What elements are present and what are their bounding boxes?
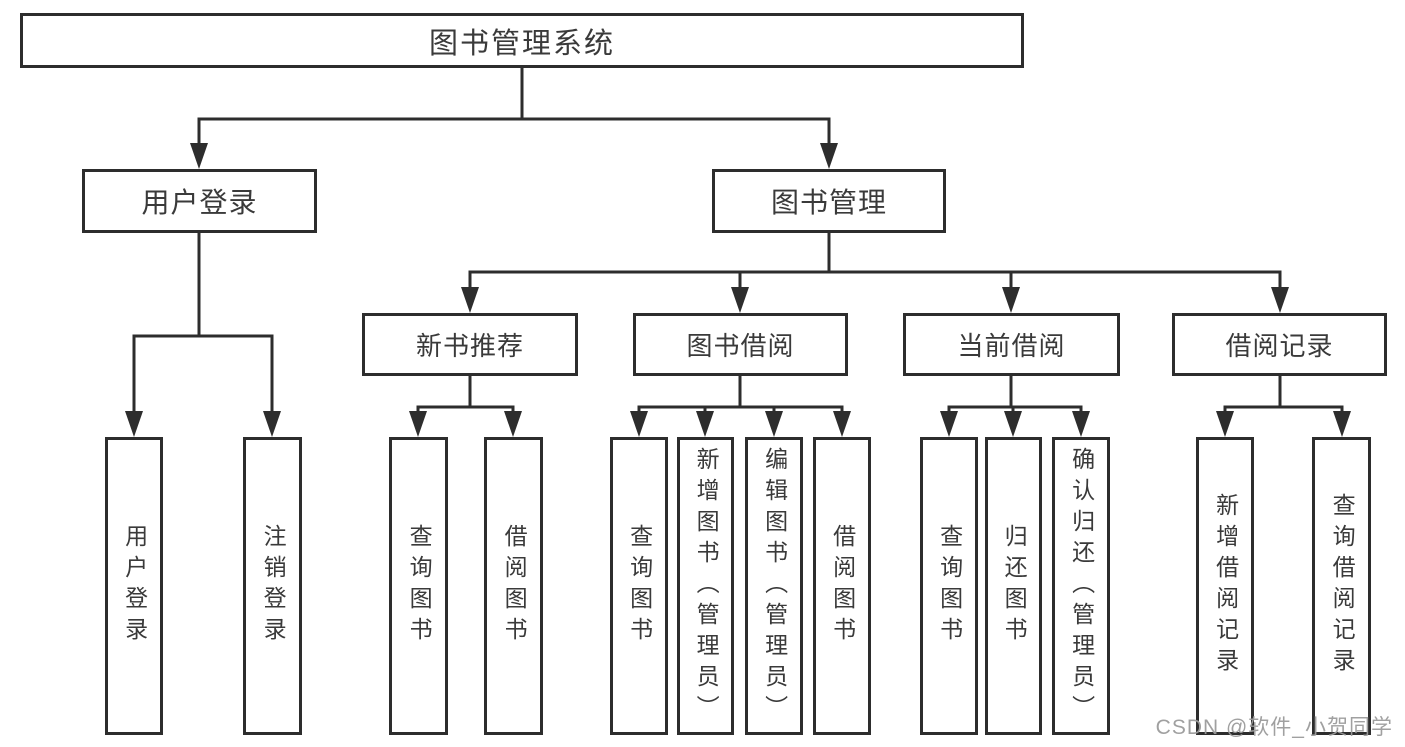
node-label: 用户登录 [121,524,148,648]
node-label: 新增图书（管理员） [693,446,720,726]
leaf-query-books-current: 查询图书 [920,437,978,735]
node-label: 借阅图书 [501,524,528,648]
node-label: 查询图书 [936,524,963,648]
node-label: 新增借阅记录 [1212,493,1239,679]
node-current-borrowing: 当前借阅 [903,313,1120,376]
node-label: 归还图书 [1001,524,1028,648]
leaf-confirm-return-admin: 确认归还（管理员） [1052,437,1110,735]
leaf-edit-books-admin: 编辑图书（管理员） [745,437,803,735]
leaf-logout: 注销登录 [243,437,302,735]
node-label: 编辑图书（管理员） [761,446,788,726]
csdn-watermark: CSDN @软件_小贺同学 [1155,716,1393,739]
node-label: 图书管理 [770,187,887,218]
node-label: 注销登录 [260,524,287,648]
node-label: 查询图书 [626,524,653,648]
node-label: 用户登录 [141,187,258,218]
node-label: 新书推荐 [415,331,524,361]
leaf-return-books: 归还图书 [985,437,1042,735]
leaf-add-borrow-record: 新增借阅记录 [1196,437,1254,735]
node-label: 查询借阅记录 [1329,493,1356,679]
node-label: 借阅记录 [1225,331,1334,361]
node-label: 图书借阅 [686,331,795,361]
node-borrowing-records: 借阅记录 [1172,313,1387,376]
node-label: 查询图书 [406,524,433,648]
leaf-borrow-books-recommend: 借阅图书 [484,437,543,735]
node-book-borrowing: 图书借阅 [633,313,848,376]
leaf-add-books-admin: 新增图书（管理员） [677,437,734,735]
node-label: 图书管理系统 [428,27,615,60]
node-user-login-branch: 用户登录 [82,169,317,233]
leaf-query-books-borrowing: 查询图书 [610,437,668,735]
leaf-user-login: 用户登录 [105,437,163,735]
node-book-management: 图书管理 [712,169,946,233]
node-label: 确认归还（管理员） [1068,446,1095,726]
node-library-management-system: 图书管理系统 [20,13,1024,68]
leaf-query-borrow-record: 查询借阅记录 [1312,437,1371,735]
leaf-borrow-books: 借阅图书 [813,437,871,735]
node-label: 借阅图书 [829,524,856,648]
node-new-book-recommendation: 新书推荐 [362,313,578,376]
node-label: 当前借阅 [957,331,1066,361]
leaf-query-books-recommend: 查询图书 [389,437,448,735]
